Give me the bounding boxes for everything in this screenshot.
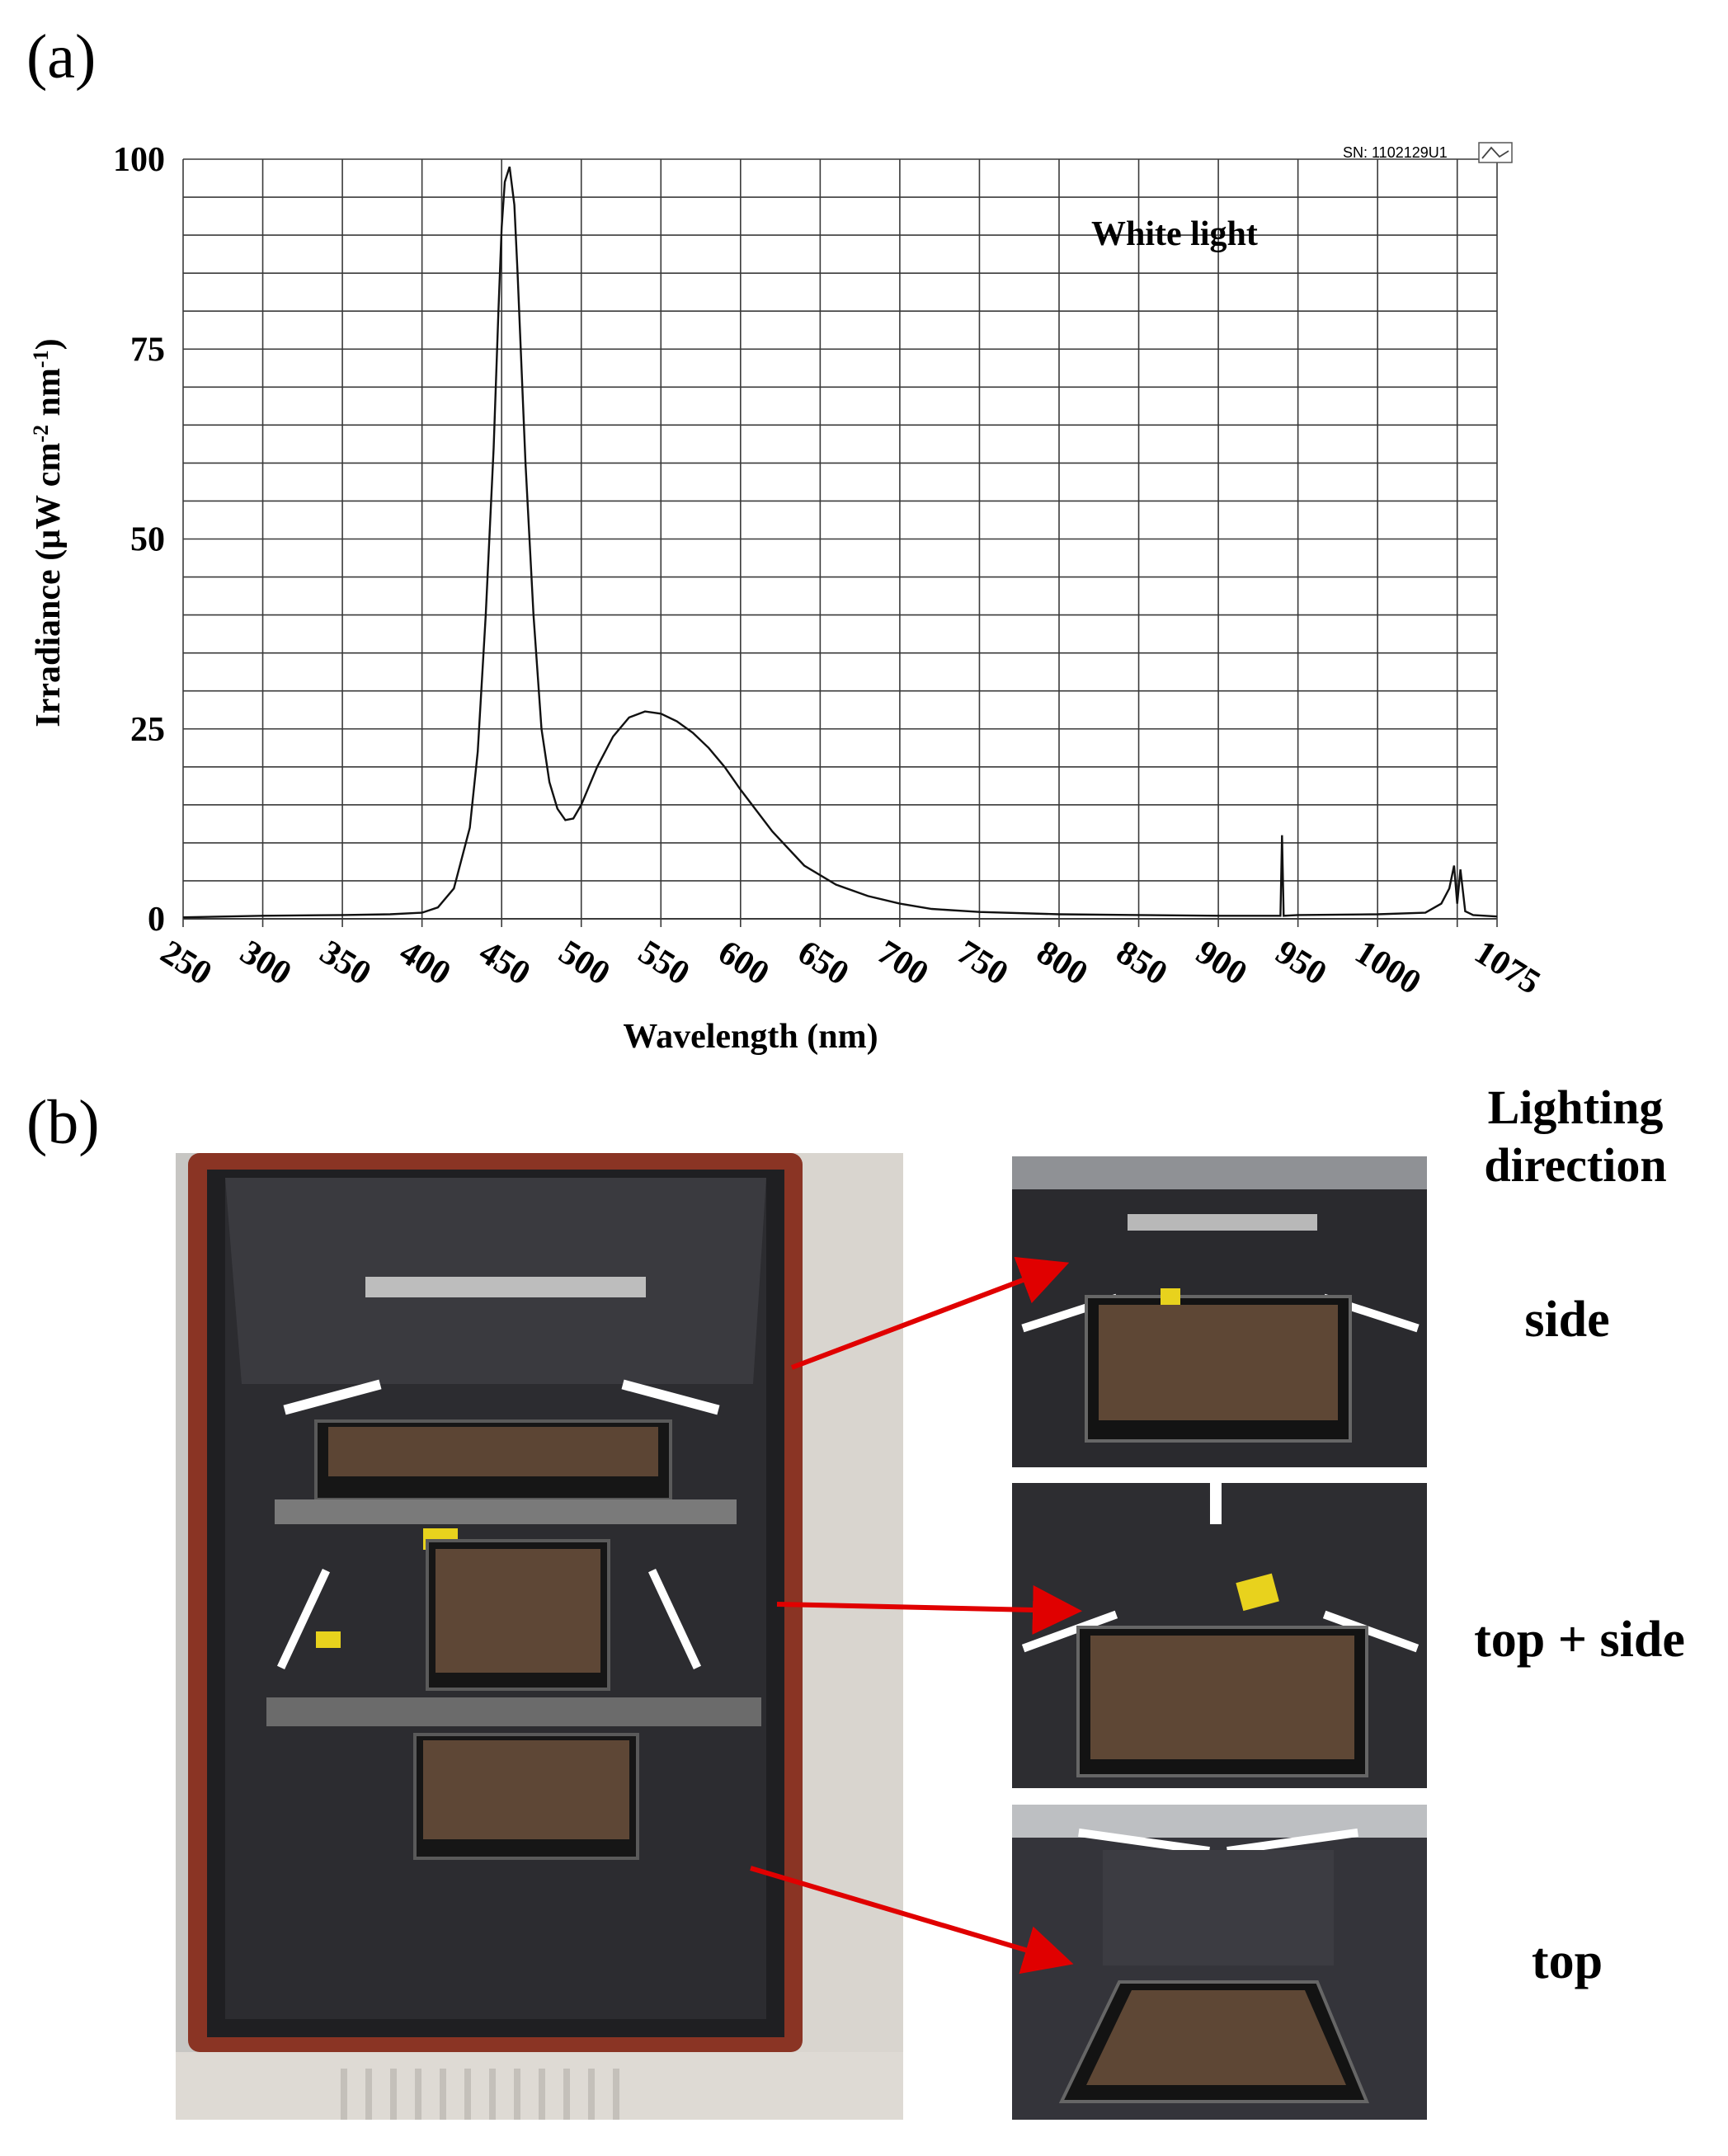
y-tick-label: 25	[130, 711, 165, 749]
lighting-direction-heading: Lighting direction	[1484, 1080, 1667, 1192]
y-tick-label: 75	[130, 331, 165, 369]
label-top-side: top + side	[1474, 1612, 1685, 1668]
panel-label-b: (b)	[26, 1088, 100, 1157]
photo-side-lighting	[1012, 1156, 1427, 1467]
y-tick-label: 100	[113, 141, 165, 179]
photo-top-lighting	[1012, 1805, 1427, 2120]
y-axis-title: Irradiance (μW cm-2 nm-1)	[29, 338, 68, 727]
label-side: side	[1524, 1292, 1610, 1348]
grid	[182, 158, 1498, 927]
y-tick-label: 0	[148, 901, 165, 939]
panel-label-a: (a)	[26, 22, 97, 92]
x-axis-title: Wavelength (nm)	[623, 1018, 878, 1056]
arrow-to-top	[750, 1866, 1074, 1975]
spectrum-line	[182, 166, 1498, 919]
growth-chamber-photo	[176, 1153, 903, 2120]
serial-number: SN: 1102129U1	[1343, 144, 1448, 161]
spectrum-mini-icon	[1478, 142, 1513, 163]
arrow-to-side	[790, 1256, 1070, 1370]
label-top: top	[1531, 1933, 1603, 1989]
arrow-to-top-side	[776, 1584, 1082, 1635]
photo-top-side-lighting	[1012, 1483, 1427, 1788]
chart-annotation: White light	[1091, 215, 1258, 253]
y-tick-label: 50	[130, 521, 165, 559]
